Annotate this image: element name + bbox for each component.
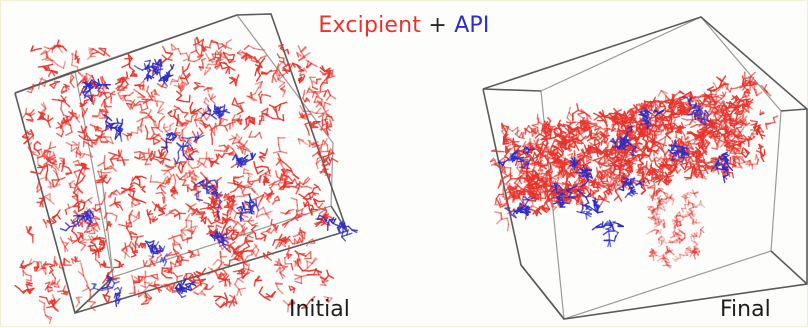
api-label: API [454,13,489,38]
final-molecules [491,72,778,268]
initial-label: Initial [289,297,350,322]
final-label: Final [720,297,771,322]
excipient-label: Excipient [318,13,421,38]
figure-title: Excipient + API [1,13,807,38]
plus-sign: + [428,13,447,38]
